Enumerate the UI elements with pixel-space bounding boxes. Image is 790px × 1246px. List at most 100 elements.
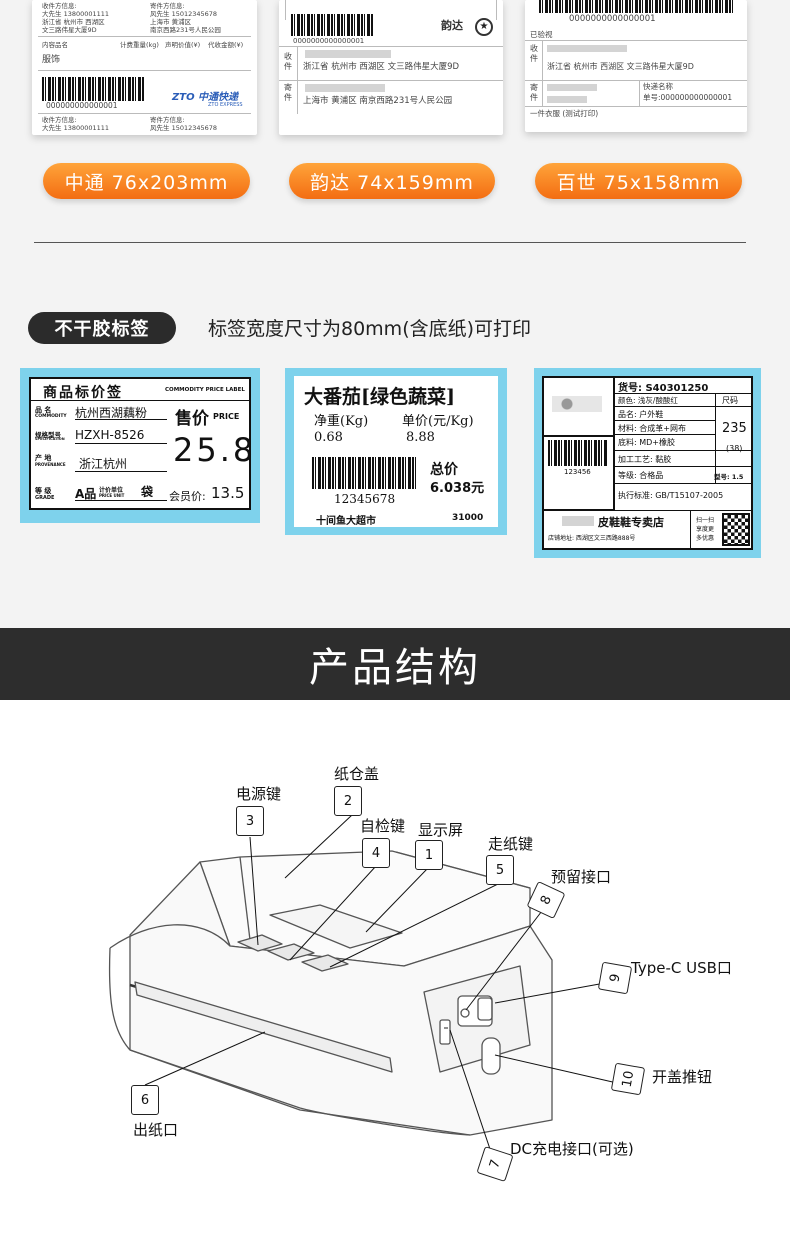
- callout-2: 2: [334, 786, 362, 816]
- color-field: 颜色: 浅灰/酸酸红: [618, 396, 678, 405]
- rule: [297, 80, 298, 114]
- shoe-tag-border: [542, 376, 753, 550]
- rule: [525, 40, 747, 41]
- rule: [31, 400, 249, 401]
- barcode-number: 000000000000001: [46, 101, 118, 110]
- part-label-dc-port: DC充电接口(可选): [510, 1140, 634, 1158]
- model-field: 型号: 1.5: [714, 473, 744, 481]
- blurred-shop-prefix: [562, 516, 594, 526]
- name-value: 杭州西湖藕粉: [75, 406, 148, 420]
- checked-text: 已验视: [530, 30, 553, 39]
- callout-4: 4: [362, 838, 390, 868]
- rule: [690, 510, 691, 550]
- sole-field: 底料: MD+橡胶: [618, 438, 676, 447]
- callout-3: 3: [236, 806, 264, 836]
- best-label-sample: 0000000000000001 已验视 收件 浙江省 杭州市 西湖区 文三路伟…: [525, 0, 747, 132]
- part-label-feed-key: 走纸键: [488, 835, 534, 853]
- barcode-number: 0000000000000001: [293, 37, 365, 45]
- weight-label: 净重(Kg): [314, 414, 369, 429]
- part-label-cover-release: 开盖推钮: [652, 1068, 713, 1086]
- price-value: 25.8: [173, 431, 257, 469]
- label-text: 文三路伟星大厦9D: [42, 26, 97, 34]
- process-field: 加工工艺: 黏胶: [618, 455, 672, 464]
- produce-tag-sample: 大番茄[绿色蔬菜] 净重(Kg) 单价(元/Kg) 0.68 8.88 1234…: [285, 368, 507, 535]
- label-text: 声明价值(¥): [165, 41, 201, 49]
- grade-value: A品: [75, 487, 97, 501]
- grade-field: 等级: 合格品: [618, 471, 664, 480]
- send-label: 寄件: [530, 83, 538, 102]
- label-text: 服饰: [42, 55, 61, 65]
- member-price-label: 会员价:: [169, 490, 206, 503]
- material-field: 材料: 合成革+网布: [618, 424, 686, 433]
- rule: [279, 46, 503, 47]
- produce-tag-body: 大番茄[绿色蔬菜] 净重(Kg) 单价(元/Kg) 0.68 8.88 1234…: [294, 376, 498, 527]
- shoe-barcode-number: 123456: [564, 468, 591, 476]
- member-price-value: 13.5: [211, 484, 245, 502]
- standard-field: 执行标准: GB/T15107-2005: [618, 491, 724, 500]
- total-value: 6.038元: [430, 481, 485, 496]
- rule: [542, 40, 543, 80]
- rule: [279, 80, 503, 81]
- unit-label-en: PRICE UNIT: [99, 493, 125, 498]
- yunda-star-icon: ★: [475, 18, 493, 36]
- blurred-name: [305, 84, 385, 92]
- rule: [715, 393, 716, 483]
- rule: [525, 106, 747, 107]
- rule: [75, 500, 167, 501]
- item-no: 货号: S40301250: [618, 383, 709, 394]
- rule: [614, 483, 753, 484]
- courier-label: 快递名称: [643, 82, 673, 91]
- blurred-name: [547, 45, 627, 52]
- qr-text-2: 享度更: [696, 526, 715, 533]
- rule: [75, 419, 167, 420]
- rule: [542, 510, 753, 511]
- label-samples-section: 收件方信息: 大先生 13800001111 浙江省 杭州市 西湖区 文三路伟星…: [0, 0, 790, 628]
- structure-title: 产品结构: [309, 645, 481, 691]
- section-divider: [34, 242, 746, 243]
- barcode-number: 0000000000000001: [569, 14, 656, 24]
- origin-label: 产 地: [35, 454, 52, 462]
- label-text: 寄件方信息:: [150, 2, 185, 10]
- price-tag-title: 商品标价签: [43, 385, 123, 401]
- size-sub: (38): [726, 444, 743, 453]
- yunda-logo: 韵达: [441, 19, 463, 32]
- rule: [614, 420, 715, 421]
- rule: [614, 450, 753, 451]
- barcode: [42, 77, 144, 101]
- unit-price-label: 单价(元/Kg): [402, 414, 474, 429]
- qr-text-1: 扫一扫: [696, 517, 715, 524]
- tracking-number: 单号:000000000000001: [643, 93, 733, 102]
- price-tag-sample: 商品标价签 COMMODITY PRICE LABEL 品 名 COMMODIT…: [20, 368, 260, 523]
- label-text: 上海市 黄浦区: [150, 18, 192, 26]
- rule: [75, 443, 167, 444]
- rule: [614, 376, 615, 510]
- rule: [38, 113, 251, 114]
- part-label-paper-cover: 纸仓盖: [334, 765, 380, 783]
- rule: [614, 393, 753, 394]
- rule: [285, 0, 286, 20]
- produce-barcode-number: 12345678: [334, 492, 396, 506]
- callout-1: 1: [415, 840, 443, 870]
- label-text: 收件方信息:: [42, 2, 77, 10]
- zto-size-badge: 中通 76x203mm: [43, 163, 250, 199]
- price-label: 售价: [175, 409, 209, 429]
- label-text: 寄件方信息:: [150, 116, 185, 124]
- store-name: 十间鱼大超市: [316, 516, 376, 527]
- zto-logo: ZTO 中通快递: [172, 88, 252, 104]
- part-label-display: 显示屏: [418, 821, 464, 839]
- printer-diagram: [108, 814, 618, 1162]
- zto-logo-text: ZTO 中通快递: [172, 92, 239, 103]
- brand-logo-icon: [552, 396, 602, 412]
- shoe-tag-body: 123456 货号: S40301250 颜色: 浅灰/酸酸红 尺码 品名: 户…: [542, 376, 753, 550]
- label-text: 南京西路231号人民公园: [150, 26, 221, 34]
- name-label-en: COMMODITY: [35, 414, 67, 419]
- part-label-selftest-key: 自检键: [360, 817, 406, 835]
- label-text: 收件方信息:: [42, 116, 77, 124]
- barcode: [539, 0, 735, 13]
- callout-10: 10: [610, 1062, 646, 1096]
- weight-value: 0.68: [314, 430, 343, 445]
- part-label-power-key: 电源键: [236, 785, 282, 803]
- size-value: 235: [722, 421, 747, 436]
- rule: [614, 434, 715, 435]
- store-code: 31000: [452, 513, 484, 523]
